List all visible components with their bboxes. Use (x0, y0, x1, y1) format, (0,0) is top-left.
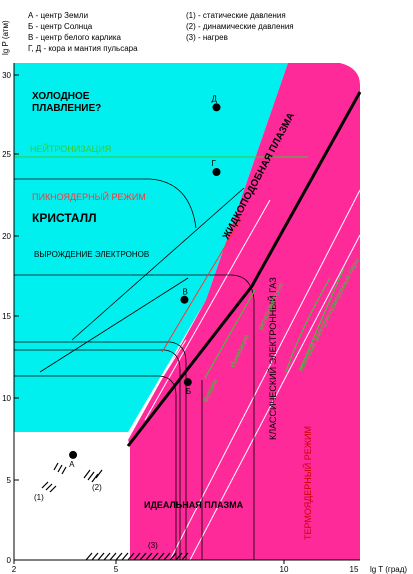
y-tick-label: 5 (7, 476, 12, 485)
marker-1: (1) (34, 493, 44, 502)
red-boundary-line (161, 217, 243, 353)
legend-item-a: А - центр Земли (28, 11, 88, 20)
data-point (212, 103, 221, 112)
x-tick-labels: 2 5 10 15 (12, 565, 359, 574)
y-tick-label: 20 (2, 232, 11, 241)
earth-region (14, 432, 130, 560)
melting-curve (126, 91, 362, 447)
legend-item-b: Б - центр Солнца (28, 22, 93, 31)
legend-item-1: (1) - статические давления (186, 11, 286, 20)
y-tick-labels: 0 5 10 15 20 25 30 (2, 71, 11, 565)
legend-item-g-d: Г, Д - кора и мантия пульсара (28, 44, 138, 53)
y-tick-label: 10 (2, 394, 11, 403)
x-tick-label: 15 (350, 565, 359, 574)
pycnonuclear-label: ПИКНОЯДЕРНЫЙ РЕЖИМ (32, 191, 146, 202)
legend-item-3: (3) - нагрев (186, 33, 228, 42)
y-ticks (14, 74, 19, 561)
cold-melting-label-1: ХОЛОДНОЕ (32, 91, 90, 102)
thermonuclear-label: ТЕРМОЯДЕРНЫЙ РЕЖИМ (302, 426, 313, 540)
x-ticks (13, 560, 285, 564)
x-tick-label: 5 (114, 565, 119, 574)
data-point (180, 295, 189, 304)
data-point (212, 168, 221, 176)
data-point-label: Б (186, 387, 191, 396)
y-tick-label: 0 (7, 556, 12, 565)
points-layer: А Б В Г Д (69, 94, 221, 469)
data-point-label: Г (212, 159, 217, 168)
y-tick-label: 15 (2, 312, 11, 321)
classical-gas-label: КЛАССИЧЕСКИЙ ЭЛЕКТРОННЫЙ ГАЗ (267, 277, 278, 440)
axes (13, 63, 360, 561)
boundary-lines (14, 178, 255, 560)
y-tick-label: 25 (2, 150, 11, 159)
legend-item-v: В - центр белого карлика (28, 33, 122, 42)
legend-item-2: (2) - динамические давления (186, 22, 294, 31)
hatching (41, 462, 189, 561)
x-axis-label: lg T (град) (370, 565, 407, 574)
neutronization-label: НЕЙТРОНИЗАЦИЯ (30, 143, 111, 154)
crystal-label: КРИСТАЛЛ (32, 211, 97, 225)
data-point-label: В (182, 288, 187, 297)
data-point (183, 378, 192, 387)
x-tick-label: 10 (280, 565, 289, 574)
data-point-label: Д (212, 94, 218, 103)
legend: А - центр Земли Б - центр Солнца В - цен… (28, 11, 294, 53)
y-axis-label: lg P (атм) (1, 20, 10, 55)
crystal-region (14, 63, 288, 432)
data-point (69, 450, 78, 459)
degeneracy-label: ВЫРОЖДЕНИЕ ЭЛЕКТРОНОВ (34, 250, 149, 259)
ideal-plasma-label: ИДЕАЛЬНАЯ ПЛАЗМА (144, 500, 244, 510)
data-point-label: А (69, 460, 75, 469)
marker-3: (3) (148, 541, 158, 550)
marker-2: (2) (92, 483, 102, 492)
y-tick-label: 30 (2, 71, 11, 80)
green-curves (204, 267, 345, 379)
x-tick-label: 2 (12, 565, 17, 574)
cold-melting-label-2: ПЛАВЛЕНИЕ? (32, 103, 101, 114)
